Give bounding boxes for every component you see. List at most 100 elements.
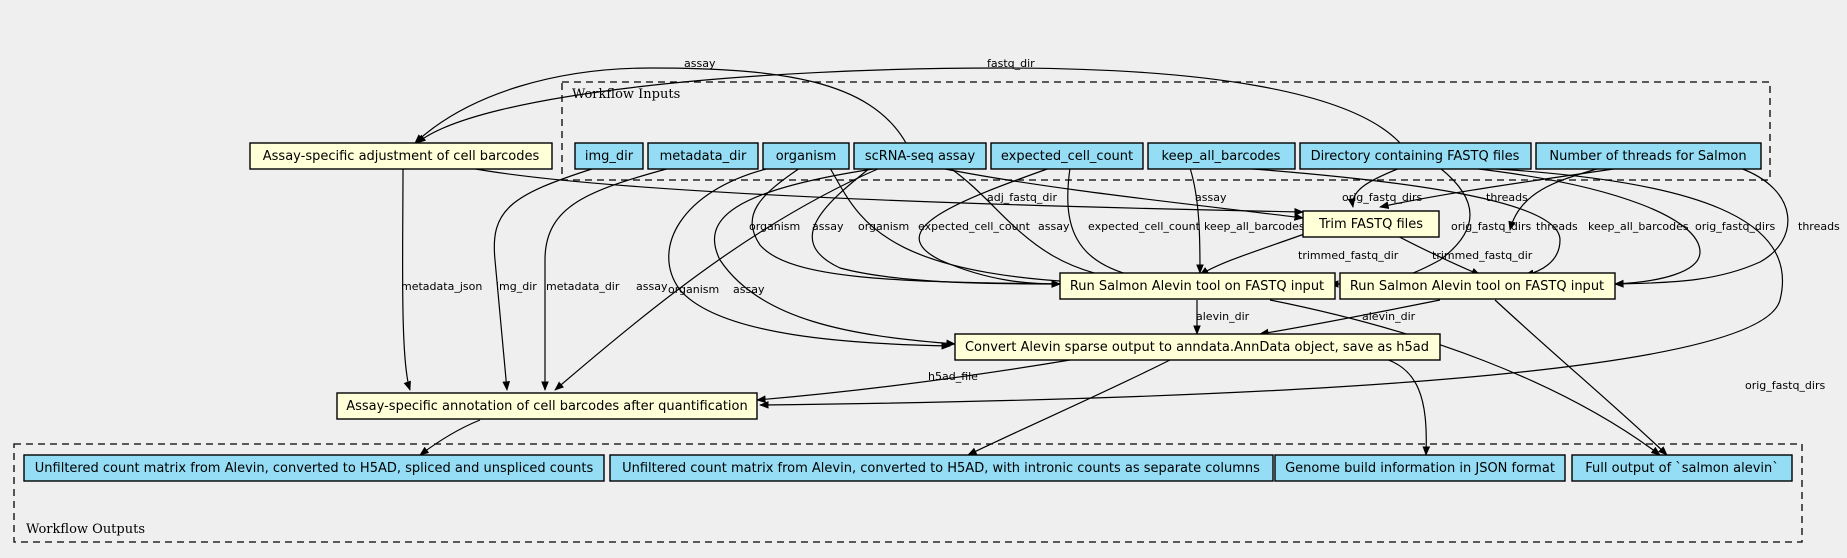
input-expected-cell-count[interactable]: expected_cell_count bbox=[990, 142, 1144, 170]
label-alevin-dir-2: alevin_dir bbox=[1362, 310, 1416, 323]
edge-fastqdir-trim bbox=[1347, 167, 1401, 208]
input-nodes: img_dir metadata_dir organism scRNA-seq … bbox=[574, 142, 1762, 170]
step-salmon-alevin-a-label: Run Salmon Alevin tool on FASTQ input bbox=[1070, 279, 1324, 294]
input-img-dir[interactable]: img_dir bbox=[574, 142, 644, 170]
output-unfiltered-intronic[interactable]: Unfiltered count matrix from Alevin, con… bbox=[609, 454, 1274, 482]
edge-assay-trim bbox=[939, 167, 1304, 221]
edge-assay-adjust bbox=[414, 67, 907, 144]
edge-fastqdir-salmonB bbox=[1469, 167, 1701, 288]
input-threads[interactable]: Number of threads for Salmon bbox=[1535, 142, 1762, 170]
label-assay-1: assay bbox=[812, 220, 844, 233]
edge-assay-salmonA bbox=[811, 167, 1061, 288]
label-orig-fastq-3: orig_fastq_dirs bbox=[1695, 220, 1775, 233]
label-alevin-dir-1: alevin_dir bbox=[1196, 310, 1250, 323]
edge-convert-annotate bbox=[756, 359, 1071, 404]
label-adj-fastq-dir: adj_fastq_dir bbox=[987, 191, 1057, 204]
workflow-inputs-label: Workflow Inputs bbox=[572, 87, 680, 102]
label-organism-2: organism bbox=[858, 220, 909, 233]
output-genome-build[interactable]: Genome build information in JSON format bbox=[1274, 454, 1566, 482]
step-nodes: Assay-specific adjustment of cell barcod… bbox=[249, 142, 1616, 420]
input-organism-label: organism bbox=[776, 149, 837, 164]
edge-adjust-annotate bbox=[401, 167, 411, 391]
label-metadata-dir: metadata_dir bbox=[546, 280, 620, 293]
label-metadata-json: metadata_json bbox=[401, 280, 482, 293]
step-salmon-alevin-b[interactable]: Run Salmon Alevin tool on FASTQ input bbox=[1339, 272, 1616, 300]
edge-salmonA-output bbox=[1269, 299, 1661, 456]
output-salmon-alevin[interactable]: Full output of `salmon alevin` bbox=[1571, 454, 1793, 482]
edge-annotate-spliced bbox=[419, 419, 481, 456]
input-expected-cell-count-label: expected_cell_count bbox=[1001, 149, 1133, 164]
input-keep-all-barcodes-label: keep_all_barcodes bbox=[1162, 149, 1281, 164]
label-orig-fastq-trim: orig_fastq_dirs bbox=[1342, 191, 1422, 204]
label-orig-fastq-4: orig_fastq_dirs bbox=[1745, 379, 1825, 392]
edge-metadatadir-annotate bbox=[541, 167, 671, 391]
edge-convert-intronic bbox=[967, 359, 1171, 456]
input-metadata-dir-label: metadata_dir bbox=[660, 149, 747, 164]
output-unfiltered-intronic-label: Unfiltered count matrix from Alevin, con… bbox=[622, 461, 1260, 476]
step-convert-h5ad-label: Convert Alevin sparse output to anndata.… bbox=[965, 340, 1429, 355]
label-threads-trim: threads bbox=[1486, 191, 1528, 204]
label-trimmed-2: trimmed_fastq_dir bbox=[1432, 249, 1533, 262]
label-assay-4: assay bbox=[636, 280, 668, 293]
edge-convert-genome bbox=[1374, 355, 1431, 456]
label-keep-1: keep_all_barcodes bbox=[1204, 220, 1305, 233]
label-keep-2: keep_all_barcodes bbox=[1588, 220, 1689, 233]
label-expected-1: expected_cell_count bbox=[918, 220, 1031, 233]
step-convert-h5ad[interactable]: Convert Alevin sparse output to anndata.… bbox=[954, 333, 1441, 361]
step-adjust-barcodes-label: Assay-specific adjustment of cell barcod… bbox=[263, 149, 540, 164]
edge-fastqdir-annotate bbox=[759, 167, 1784, 409]
input-metadata-dir[interactable]: metadata_dir bbox=[647, 142, 759, 170]
workflow-outputs-cluster: Workflow Outputs bbox=[13, 443, 1803, 543]
label-threads-3: threads bbox=[1798, 220, 1840, 233]
edge-expected-salmonA bbox=[918, 167, 1061, 288]
input-organism[interactable]: organism bbox=[762, 142, 850, 170]
edge-salmonB-output bbox=[1494, 299, 1668, 456]
output-unfiltered-spliced-label: Unfiltered count matrix from Alevin, con… bbox=[35, 461, 594, 476]
input-threads-label: Number of threads for Salmon bbox=[1549, 149, 1746, 164]
workflow-inputs-cluster: Workflow Inputs bbox=[561, 81, 1771, 181]
edge-assay-convert bbox=[713, 167, 956, 348]
edge-imgdir-annotate bbox=[493, 167, 596, 391]
label-threads-2: threads bbox=[1536, 220, 1578, 233]
step-salmon-alevin-b-label: Run Salmon Alevin tool on FASTQ input bbox=[1350, 279, 1604, 294]
label-assay-3: assay bbox=[733, 283, 765, 296]
edge-assay-annotate bbox=[554, 167, 881, 391]
step-trim-fastq-label: Trim FASTQ files bbox=[1318, 217, 1423, 232]
label-fastq-dir-top: fastq_dir bbox=[987, 57, 1035, 70]
workflow-outputs-label: Workflow Outputs bbox=[26, 522, 145, 537]
label-organism-3: organism bbox=[668, 283, 719, 296]
step-adjust-barcodes[interactable]: Assay-specific adjustment of cell barcod… bbox=[249, 142, 553, 170]
edge-keep-salmonB bbox=[1239, 167, 1561, 278]
input-keep-all-barcodes[interactable]: keep_all_barcodes bbox=[1147, 142, 1296, 170]
edge-trim-salmonA bbox=[1199, 231, 1311, 276]
label-organism-1: organism bbox=[749, 220, 800, 233]
step-trim-fastq[interactable]: Trim FASTQ files bbox=[1302, 210, 1440, 238]
edge-threads-trim bbox=[1379, 167, 1621, 209]
input-scrna-seq-assay[interactable]: scRNA-seq assay bbox=[853, 142, 987, 170]
edge-keep-salmonA bbox=[1189, 167, 1204, 274]
label-orig-fastq-2: orig_fastq_dirs bbox=[1451, 220, 1531, 233]
output-nodes: Unfiltered count matrix from Alevin, con… bbox=[23, 454, 1793, 482]
label-h5ad-file: h5ad_file bbox=[928, 370, 978, 383]
output-genome-build-label: Genome build information in JSON format bbox=[1285, 461, 1555, 476]
step-salmon-alevin-a[interactable]: Run Salmon Alevin tool on FASTQ input bbox=[1059, 272, 1336, 300]
label-assay-trim: assay bbox=[1195, 191, 1227, 204]
label-assay-2: assay bbox=[1038, 220, 1070, 233]
output-salmon-alevin-label: Full output of `salmon alevin` bbox=[1585, 461, 1779, 476]
label-expected-2: expected_cell_count bbox=[1088, 220, 1201, 233]
label-assay-top: assay bbox=[684, 57, 716, 70]
output-unfiltered-spliced[interactable]: Unfiltered count matrix from Alevin, con… bbox=[23, 454, 605, 482]
input-fastq-dir[interactable]: Directory containing FASTQ files bbox=[1299, 142, 1532, 170]
edge-labels: assay fastq_dir adj_fastq_dir assay orig… bbox=[401, 57, 1840, 392]
input-img-dir-label: img_dir bbox=[585, 149, 634, 164]
edge-threads-salmonB bbox=[1614, 167, 1789, 288]
label-trimmed-1: trimmed_fastq_dir bbox=[1298, 249, 1399, 262]
label-img-dir: img_dir bbox=[496, 280, 537, 293]
edge-threads-salmonA bbox=[1508, 167, 1601, 231]
input-fastq-dir-label: Directory containing FASTQ files bbox=[1311, 149, 1520, 164]
edge-adjust-trim bbox=[469, 167, 1304, 216]
step-annotate-barcodes-label: Assay-specific annotation of cell barcod… bbox=[346, 399, 748, 414]
input-scrna-seq-assay-label: scRNA-seq assay bbox=[865, 149, 976, 164]
step-annotate-barcodes[interactable]: Assay-specific annotation of cell barcod… bbox=[336, 392, 758, 420]
